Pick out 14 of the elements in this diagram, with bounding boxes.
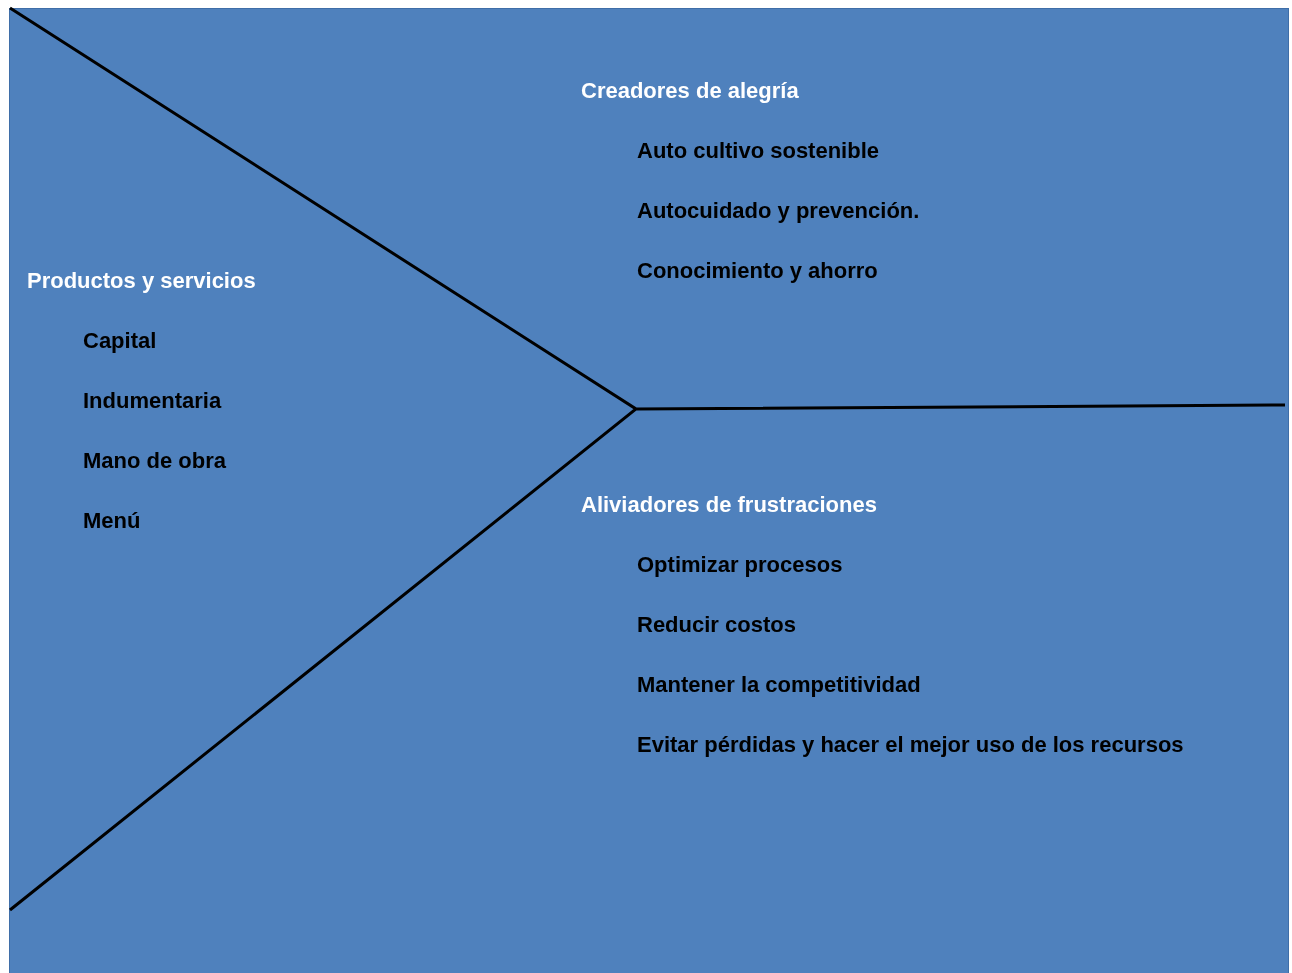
section-heading: Aliviadores de frustraciones: [581, 491, 878, 519]
list-item: Evitar pérdidas y hacer el mejor uso de los recursos: [637, 731, 1185, 759]
list-item: Mano de obra: [83, 447, 227, 475]
list-item: Auto cultivo sostenible: [637, 137, 881, 165]
section-heading: Productos y servicios: [27, 267, 257, 295]
list-item: Conocimiento y ahorro: [637, 257, 879, 285]
list-item: Menú: [83, 507, 142, 535]
list-item: Reducir costos: [637, 611, 797, 639]
list-item: Optimizar procesos: [637, 551, 844, 579]
list-item: Indumentaria: [83, 387, 223, 415]
list-item: Capital: [83, 327, 158, 355]
list-item: Mantener la competitividad: [637, 671, 922, 699]
list-item: Autocuidado y prevención.: [637, 197, 921, 225]
section-heading: Creadores de alegría: [581, 77, 800, 105]
